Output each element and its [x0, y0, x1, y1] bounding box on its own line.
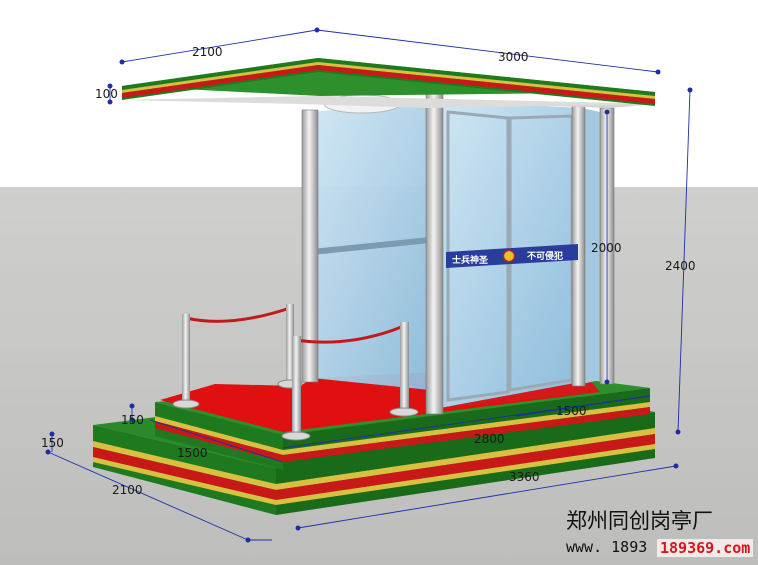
dim-front-step-width: 1500: [177, 446, 208, 460]
dim-step-height: 150: [121, 413, 144, 427]
queue-stanchions: [172, 304, 419, 441]
watermark-url-highlight-bg: [657, 539, 753, 557]
dim-right-step-width: 1500: [556, 404, 587, 418]
dimension-lines: [47, 29, 691, 541]
watermark-company: 郑州同创岗亭厂: [566, 509, 713, 533]
dim-base-depth: 2100: [112, 483, 143, 497]
roof: [122, 58, 655, 108]
watermark-url-highlight: 189369.com: [660, 539, 750, 557]
dimension-markers: [45, 27, 693, 543]
dim-roof-depth: 2100: [192, 45, 223, 59]
booth-posts: [301, 93, 615, 415]
watermark-url-prefix: www. 1893: [566, 538, 647, 556]
dim-glass-height: 2000: [591, 241, 622, 255]
slogan-sign: 士兵神圣 不可侵犯: [446, 244, 578, 268]
dim-total-height: 2400: [665, 259, 696, 273]
dim-roof-width: 3000: [498, 50, 529, 64]
dim-base-height: 150: [41, 436, 64, 450]
dim-base-width: 3360: [509, 470, 540, 484]
police-badge-icon: [502, 249, 516, 263]
sign-left-text: 士兵神圣: [452, 254, 489, 266]
dim-roof-thickness: 100: [95, 87, 118, 101]
sign-right-text: 不可侵犯: [527, 250, 563, 262]
dim-platform-width: 2800: [474, 432, 505, 446]
